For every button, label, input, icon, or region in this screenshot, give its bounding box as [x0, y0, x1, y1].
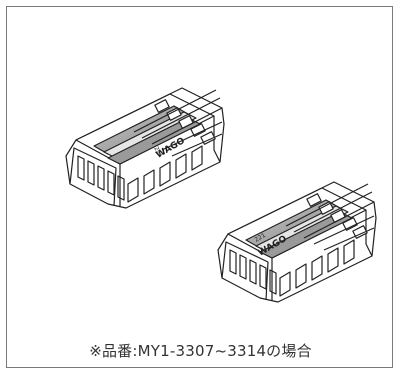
model-text-2: 221 [254, 232, 268, 244]
model-text-1: 221 [152, 146, 164, 160]
wago-connector-1: WAGO 221 [65, 87, 225, 209]
product-number-caption: ※品番:MY1-3307~3314の場合 [89, 342, 312, 360]
wago-connector-2: WAGO 221 [217, 181, 377, 303]
